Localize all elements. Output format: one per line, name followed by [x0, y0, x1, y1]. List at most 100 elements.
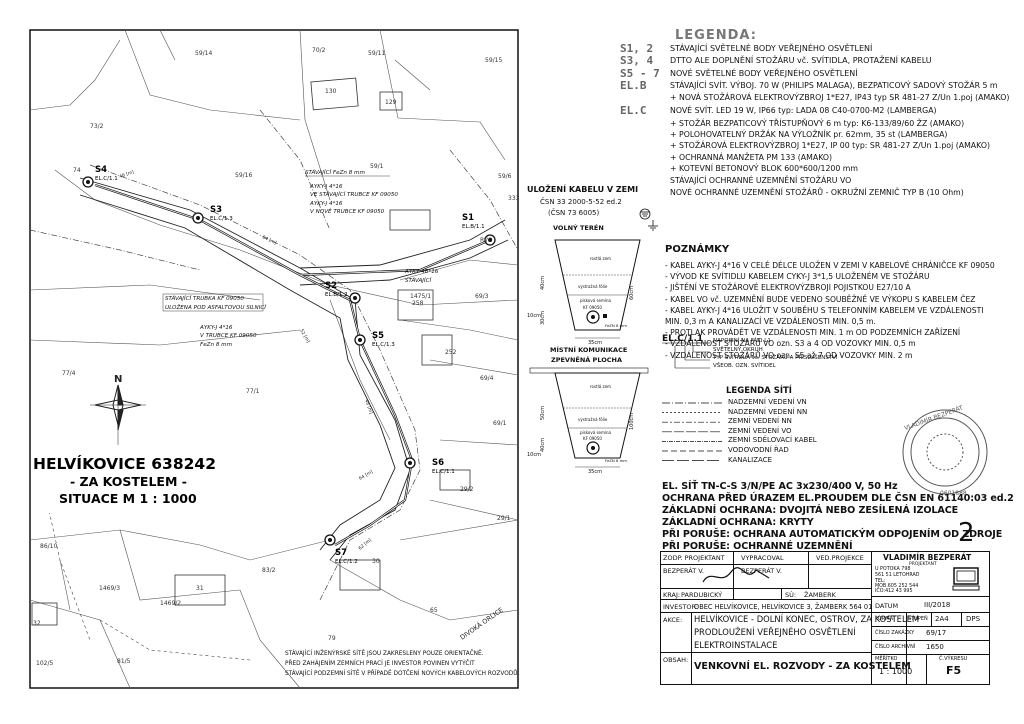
segment-length: 46 [m] — [119, 169, 135, 180]
legend-code: S1, 2 — [620, 42, 654, 55]
parcel-number: 1469/3 — [99, 585, 120, 592]
parcel-number: 81/5 — [117, 658, 131, 665]
parcel-number: 29/1 — [497, 515, 511, 522]
legend-code: S3, 4 — [620, 54, 654, 67]
pole-label: S2 — [325, 281, 337, 291]
note-cable-6: STÁVAJÍCÍ — [405, 277, 432, 284]
map-bottom-note-1: STÁVAJÍCÍ INŽENÝRSKÉ SÍTĚ JSOU ZAKRESLEN… — [285, 649, 484, 657]
pole-label: S3 — [210, 205, 222, 215]
trench1-layer-top: rostlá zem — [590, 256, 611, 261]
pole-code: EL.C/1.1 — [432, 469, 455, 475]
spec-line-6: PŘI PORUŠE: OCHRANNÉ UZEMNĚNÍ — [662, 541, 853, 552]
parcel-number: 102/5 — [36, 660, 53, 667]
note-cable-9: V TRUBCE KF 09050 — [200, 333, 257, 339]
trench-sec2-title-2: ZPEVNĚNÁ PLOCHA — [551, 355, 622, 364]
engineer-stamp — [902, 409, 988, 495]
stamp-code: 0601888 — [940, 490, 967, 497]
legend-text: NOVÉ SVĚTELNÉ BODY VEŘEJNÉHO OSVĚTLENÍ — [670, 69, 858, 78]
segment-length: 64 [m] — [261, 234, 277, 246]
note-item: - KABEL AYKY-J 4*16 V CELÉ DÉLCE ULOŽEN … — [665, 261, 995, 270]
parcel-number: 65 — [430, 607, 438, 614]
segment-length: 64 [m] — [358, 469, 374, 482]
legend-text: DTTO ALE DOPLNĚNÍ STOŽÁRU vč. SVÍTIDLA, … — [670, 56, 932, 65]
note-cable-3: AYKY-J 4*16 — [309, 201, 343, 207]
spec-line-1: EL. SÍŤ TN-C-S 3/N/PE AC 3x230/400 V, 50… — [662, 481, 898, 492]
note-item: - VÝVOD KE SVÍTIDLU KABELEM CYKY-J 3*1,5… — [665, 272, 930, 282]
light-pole-core — [86, 180, 90, 184]
computer-logo-icon — [952, 567, 980, 591]
legend-text: + STOŽÁR BEZPATICOVÝ TŘÍSTUPŇOVÝ 6 m typ… — [670, 119, 965, 128]
light-pole-core — [328, 538, 332, 542]
parcel-number: 70/2 — [312, 47, 326, 54]
tb-addr-1: U POTOKA 798 — [875, 567, 911, 572]
key-line-4: VŠEOB. OZN. SVÍTIDEL — [713, 363, 776, 369]
trench1-w35: 35cm — [588, 340, 602, 346]
tb-akce-2: PRODLOUŽENÍ VEŘEJNÉHO OSVĚTLENÍ — [694, 627, 856, 637]
tb-format: 2A4 — [935, 615, 949, 623]
network-legend-item: ZEMNÍ SDĚLOVACÍ KABEL — [728, 436, 817, 445]
legend-text: STÁVAJÍCÍ SVĚTELNÉ BODY VEŘEJNÉHO OSVĚTL… — [670, 44, 873, 53]
tb-zakazka: 69/17 — [926, 629, 947, 637]
trench1-d40: 40cm — [540, 276, 546, 290]
pole-label: S7 — [335, 548, 347, 558]
networks-title: LEGENDA SÍTÍ — [726, 386, 792, 396]
tb-addr-3: TEL: — [875, 579, 886, 584]
legend-text: NOVÉ SVÍT. LED 19 W, IP66 typ: LADA 08 C… — [670, 106, 937, 115]
trench2-pipe: KF 09050 — [583, 436, 602, 441]
tb-meritko-label: MĚŘÍTKO — [875, 656, 898, 662]
note-pipe-2: ULOŽENA POD ASFALTOVOU SILNICÍ — [165, 303, 267, 311]
legend-text: + NOVÁ STOŽÁROVÁ ELEKTROVÝZBROJ 1*E27, I… — [670, 93, 1010, 102]
river-label: DIVOKÁ ORLICE — [458, 605, 505, 642]
parcel-number: 32 — [33, 620, 41, 627]
note-cable-10: FeZn 8 mm — [200, 342, 233, 348]
trench2-d40: 40cm — [540, 438, 546, 452]
notes-title: POZNÁMKY — [665, 244, 730, 255]
ground-symbol-icon — [639, 208, 658, 231]
parcel-number: 29/2 — [460, 486, 474, 493]
note-item: - VZDÁLENOST STOŽÁRŮ VO ozn. S3 a 4 OD V… — [665, 339, 916, 349]
pole-code: EL.C/1.2 — [335, 559, 358, 565]
title-block: ZODP. PROJEKTANT VYPRACOVAL VED.PROJEKCE… — [660, 551, 990, 685]
light-pole-core — [196, 216, 200, 220]
parcel-number: 69/3 — [475, 293, 489, 300]
map-scale: SITUACE M 1 : 1000 — [59, 491, 197, 506]
pole-label: S4 — [95, 165, 107, 175]
trench-std-1: ČSN 33 2000-5-52 ed.2 — [540, 197, 622, 206]
trench2-d10: 10cm — [527, 452, 541, 458]
light-pole-core — [353, 296, 357, 300]
tb-meritko: 1 : 1000 — [879, 667, 913, 676]
pole-label: S1 — [462, 213, 474, 223]
note-cable-2: VE STÁVAJÍCÍ TRUBCE KF 09050 — [310, 191, 398, 198]
legend-text: + OCHRANNÁ MANŽETA PM 133 (AMAKO) — [670, 153, 833, 162]
trench1-d60: 60cm — [629, 286, 635, 300]
network-legend-item: ZEMNÍ VEDENÍ NN — [728, 417, 792, 426]
parcel-number: 59/14 — [195, 50, 212, 57]
network-legend-item: NADZEMNÍ VEDENÍ NN — [728, 407, 808, 416]
light-pole-core — [358, 338, 362, 342]
stamp-name: VLADIMÍR BEZPERÁT — [903, 404, 964, 432]
key-line-3: TYP SVÍTIDLA vč. STOŽÁRU A PŘÍSLUŠENSTVÍ — [713, 355, 838, 361]
parcel-number: 86/10 — [40, 543, 57, 550]
trench1-pipe: KF 09050 — [583, 305, 602, 310]
pole-code: EL.C/1.3 — [210, 216, 233, 222]
legend-text: + POLOHOVATELNÝ DRŽÁK NA VÝLOŽNÍK pr. 62… — [670, 130, 948, 139]
parcel-number: RVO — [480, 237, 493, 244]
parcel-number: 77/4 — [62, 370, 76, 377]
parcel-number: 59/16 — [235, 172, 252, 179]
note-item: - JIŠTĚNÍ VE STOŽÁROVÉ ELEKTROVÝZBROJI P… — [665, 283, 911, 293]
pole-code: EL.C/1.1 — [95, 176, 118, 182]
tb-archiv: 1650 — [926, 643, 944, 651]
legend-code: EL.C — [620, 104, 647, 117]
tb-datum: III/2018 — [924, 601, 951, 609]
parcel-number: 1469/2 — [160, 600, 181, 607]
pole-label: S6 — [432, 458, 444, 468]
pole-code: EL.B/1.1 — [462, 224, 485, 230]
north-arrow-icon — [90, 384, 146, 445]
segment-length: 52 [m] — [298, 328, 311, 344]
note-cable-8: AYKY-J 4*16 — [199, 325, 233, 331]
parcel-number: 74 — [73, 167, 81, 174]
tb-firm-sub: PROJEKTANT — [909, 562, 937, 567]
trench2-d50: 50cm — [540, 406, 546, 420]
signature-icon — [702, 567, 770, 583]
map-subtitle: - ZA KOSTELEM - — [70, 474, 187, 489]
